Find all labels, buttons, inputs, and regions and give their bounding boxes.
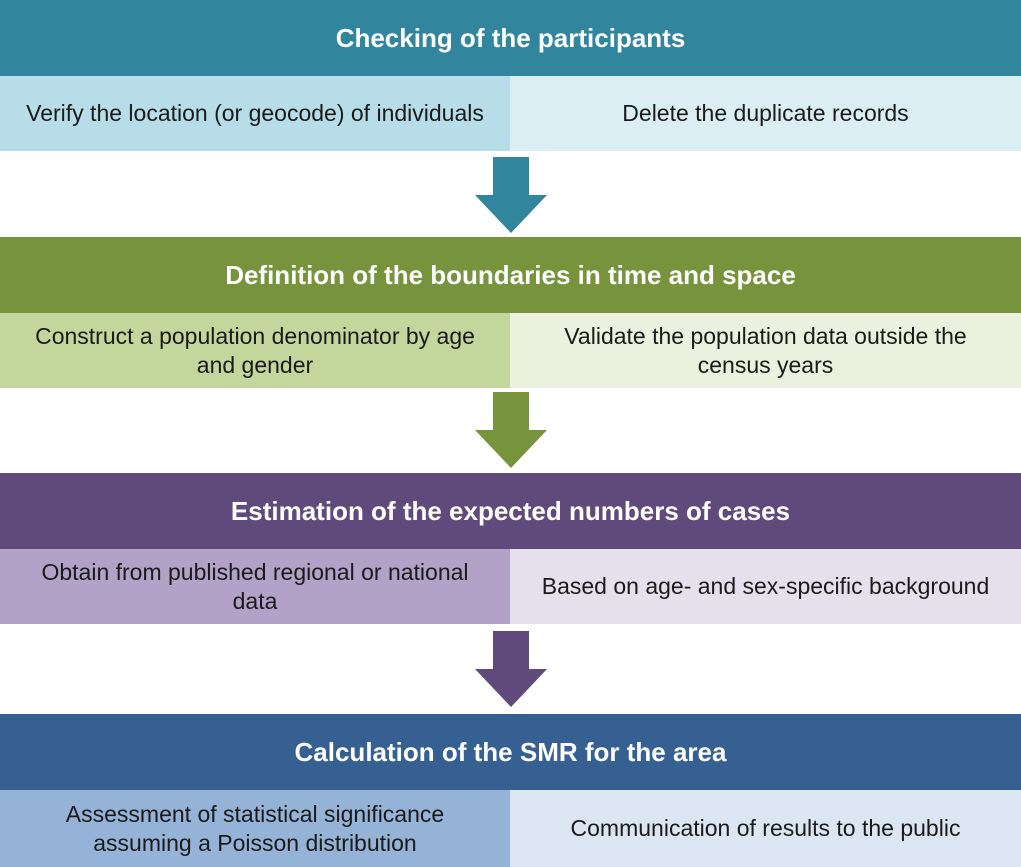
stage-2-right-box: Validate the population data outside the… bbox=[510, 313, 1021, 388]
arrow-down-icon bbox=[475, 631, 547, 707]
stage-4-right-box: Communication of results to the public bbox=[510, 790, 1021, 867]
stage-1-header: Checking of the participants bbox=[0, 0, 1021, 76]
stage-3-header: Estimation of the expected numbers of ca… bbox=[0, 473, 1021, 549]
arrow-3-shape bbox=[475, 631, 547, 707]
stage-3-left-box: Obtain from published regional or nation… bbox=[0, 549, 510, 624]
stage-2-left-box: Construct a population denominator by ag… bbox=[0, 313, 510, 388]
stage-3-right-box: Based on age- and sex-specific backgroun… bbox=[510, 549, 1021, 624]
arrow-2-shape bbox=[475, 392, 547, 468]
arrow-1-shape bbox=[475, 157, 547, 233]
stage-1-right-box: Delete the duplicate records bbox=[510, 76, 1021, 151]
arrow-down-icon bbox=[475, 157, 547, 233]
stage-1-left-box: Verify the location (or geocode) of indi… bbox=[0, 76, 510, 151]
stage-4-header: Calculation of the SMR for the area bbox=[0, 714, 1021, 790]
arrow-down-icon bbox=[475, 392, 547, 468]
stage-4-left-box: Assessment of statistical significance a… bbox=[0, 790, 510, 867]
stage-2-header: Definition of the boundaries in time and… bbox=[0, 237, 1021, 313]
